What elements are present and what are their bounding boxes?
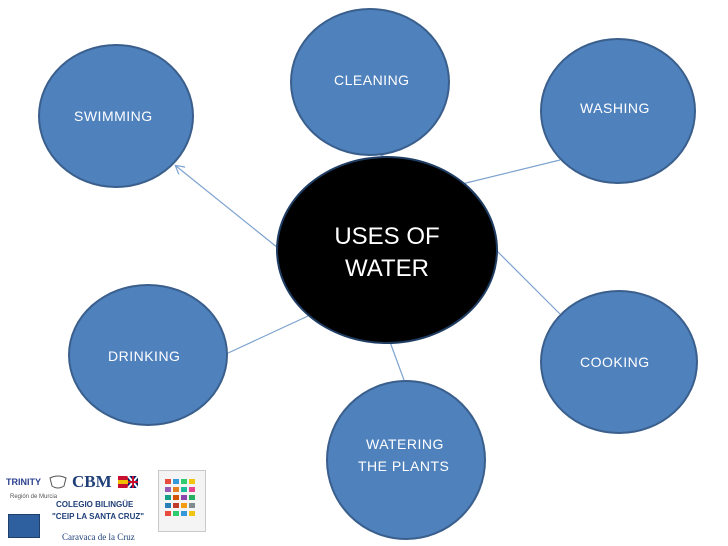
region-label: Región de Murcia (10, 494, 58, 500)
connector-watering (389, 341, 405, 381)
flags-icon (118, 476, 138, 488)
label-watering-line1: WATERING (366, 436, 444, 452)
poster-grid (165, 479, 195, 516)
connector-washing (461, 159, 561, 185)
cbm-logo-text: CBM (72, 472, 112, 491)
label-cooking: COOKING (580, 354, 650, 370)
connector-swimming (176, 166, 279, 249)
center-label-line2: WATER (345, 255, 429, 282)
school-logos: TRINITY Región de Murcia CBM COLEGIO BIL… (0, 462, 220, 546)
node-uses-of-water (276, 156, 498, 344)
town-label: Caravaca de la Cruz (62, 532, 135, 542)
center-label-line1: USES OF (334, 223, 440, 250)
label-watering-line2: THE PLANTS (358, 458, 450, 474)
connector-drinking (225, 315, 309, 355)
node-drinking (68, 284, 228, 426)
label-swimming: SWIMMING (74, 108, 153, 124)
poster-thumbnail-1 (8, 514, 40, 538)
node-watering-the-plants (326, 380, 486, 540)
poster-thumbnail-2 (158, 470, 206, 532)
crest-icon (49, 475, 67, 489)
connector-cooking (495, 249, 561, 315)
node-swimming (38, 44, 194, 188)
trinity-logo-text: TRINITY (6, 477, 41, 487)
label-cleaning: CLEANING (334, 72, 410, 88)
label-washing: WASHING (580, 100, 650, 116)
label-drinking: DRINKING (108, 348, 181, 364)
node-cleaning (290, 8, 450, 156)
school-name-line1: COLEGIO BILINGÜE (56, 500, 134, 509)
node-washing (540, 38, 696, 184)
school-name-line2: "CEIP LA SANTA CRUZ" (52, 512, 145, 521)
node-cooking (540, 290, 698, 434)
trinity-logo: TRINITY (6, 477, 41, 487)
